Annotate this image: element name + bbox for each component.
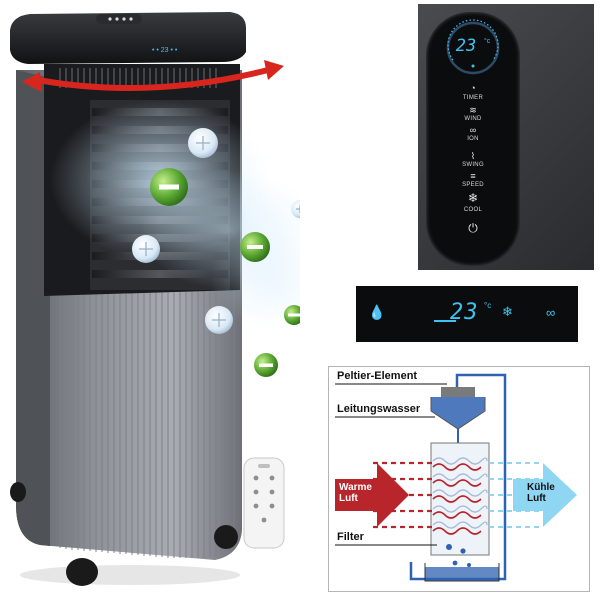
- wind-label: WIND: [464, 116, 482, 122]
- control-panel: 23 °c ◔ TIMER ≋ WIND ∞ ION ⌇ SWING ≡ SPE…: [426, 12, 520, 266]
- speed-label: SPEED: [462, 182, 484, 188]
- filter-label: Filter: [337, 531, 364, 543]
- snowflake-icon[interactable]: ❄: [467, 191, 479, 205]
- air-cooler-illustration: • • 23 • •: [10, 12, 300, 586]
- svg-text:• • 23 • •: • • 23 • •: [152, 47, 178, 54]
- timer-label: TIMER: [462, 95, 484, 101]
- peltier-label: Peltier-Element: [337, 370, 418, 382]
- temperature-ring: [446, 19, 500, 75]
- ion-label: ION: [467, 136, 479, 142]
- power-icon[interactable]: ⏻: [468, 221, 478, 235]
- cool-air-label: Kühle Luft: [527, 482, 555, 504]
- water-drop-icon: 💧: [368, 304, 386, 320]
- display-panel: 💧 23 °c ❄ ∞: [356, 286, 578, 342]
- ion-icon: ∞: [546, 305, 556, 320]
- water-label: Leitungswasser: [337, 403, 421, 415]
- panel-temperature-unit: °c: [484, 38, 491, 45]
- snowflake-icon: ❄: [502, 304, 513, 319]
- speed-icon[interactable]: ≡: [470, 171, 476, 181]
- cool-label: COOL: [463, 207, 483, 213]
- peltier-diagram: Peltier-Element Leitungswasser Warme Luf…: [328, 366, 590, 592]
- display-temperature: 23: [450, 300, 479, 325]
- swing-label: SWING: [462, 162, 484, 168]
- panel-temperature: 23: [455, 36, 477, 56]
- timer-icon[interactable]: ◔: [470, 83, 476, 93]
- ion-icon[interactable]: ∞: [469, 125, 477, 135]
- display-unit: °c: [484, 301, 492, 310]
- diagram-graphic: [335, 373, 577, 582]
- wind-icon[interactable]: ≋: [469, 105, 477, 115]
- warm-air-label: Warme Luft: [339, 482, 372, 504]
- swing-icon[interactable]: ⌇: [470, 151, 476, 161]
- display-underline: [434, 320, 456, 322]
